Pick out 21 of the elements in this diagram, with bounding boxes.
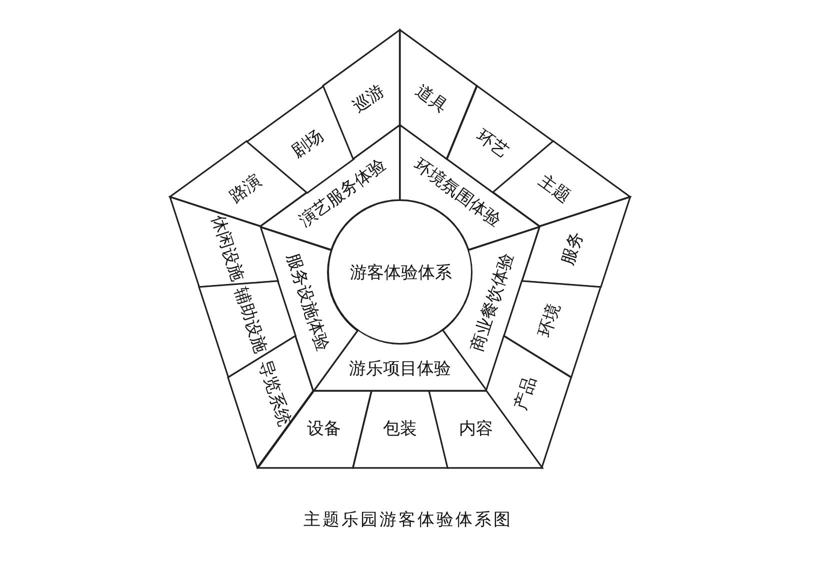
segment-label: 道具: [412, 83, 450, 117]
segment-label: 商业餐饮体验: [468, 250, 517, 354]
diagram-segment: [323, 30, 400, 159]
segment-label: 环境: [536, 302, 563, 340]
segment-label: 路演: [227, 172, 265, 206]
segment-label: 内容: [459, 420, 494, 438]
segment-label: 主题: [535, 172, 573, 206]
segment-label: 产品: [512, 374, 540, 412]
segment-label: 剧场: [288, 128, 326, 162]
segment-label: 服务设施体验: [283, 250, 332, 354]
segment-label: 导览系统: [255, 358, 292, 428]
segment-label: 巡游: [350, 83, 388, 117]
diagram-caption: 主题乐园游客体验体系图: [304, 509, 512, 531]
segment-label: 休闲设施: [208, 213, 246, 284]
diagram-segment: [352, 390, 448, 468]
segment-label: 辅助设施: [232, 286, 269, 356]
segment-label: 游客体验体系: [350, 264, 452, 282]
segment-label: 设备: [306, 420, 341, 438]
segment-label: 包装: [382, 420, 417, 438]
segment-label: 游乐项目体验: [348, 360, 451, 378]
segment-label: 服务: [560, 229, 587, 267]
